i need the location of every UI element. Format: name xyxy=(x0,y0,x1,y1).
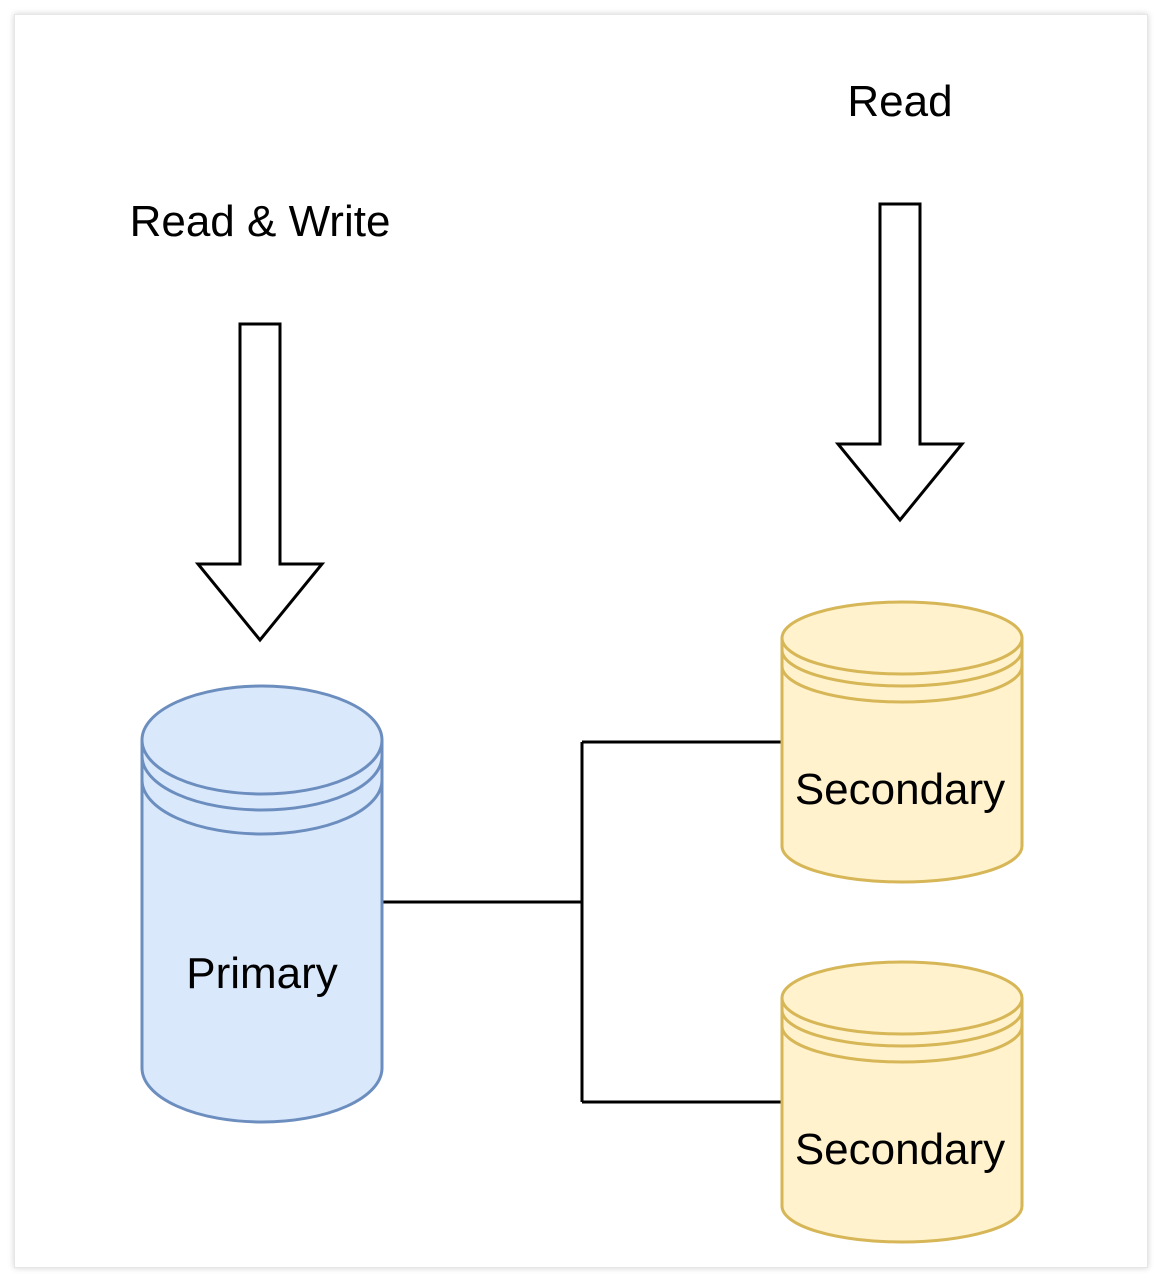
replication-connector xyxy=(382,740,782,1104)
read-write-label: Read & Write xyxy=(130,197,391,246)
primary-database: Primary xyxy=(140,684,384,1124)
secondary-database-1: Secondary xyxy=(780,600,1024,884)
secondary-database-2: Secondary xyxy=(780,960,1024,1244)
read-write-arrow xyxy=(194,322,326,643)
read-arrow xyxy=(834,202,966,523)
secondary-1-label: Secondary xyxy=(795,765,1005,814)
primary-label: Primary xyxy=(186,949,338,998)
read-label: Read xyxy=(847,77,952,126)
secondary-2-label: Secondary xyxy=(795,1125,1005,1174)
